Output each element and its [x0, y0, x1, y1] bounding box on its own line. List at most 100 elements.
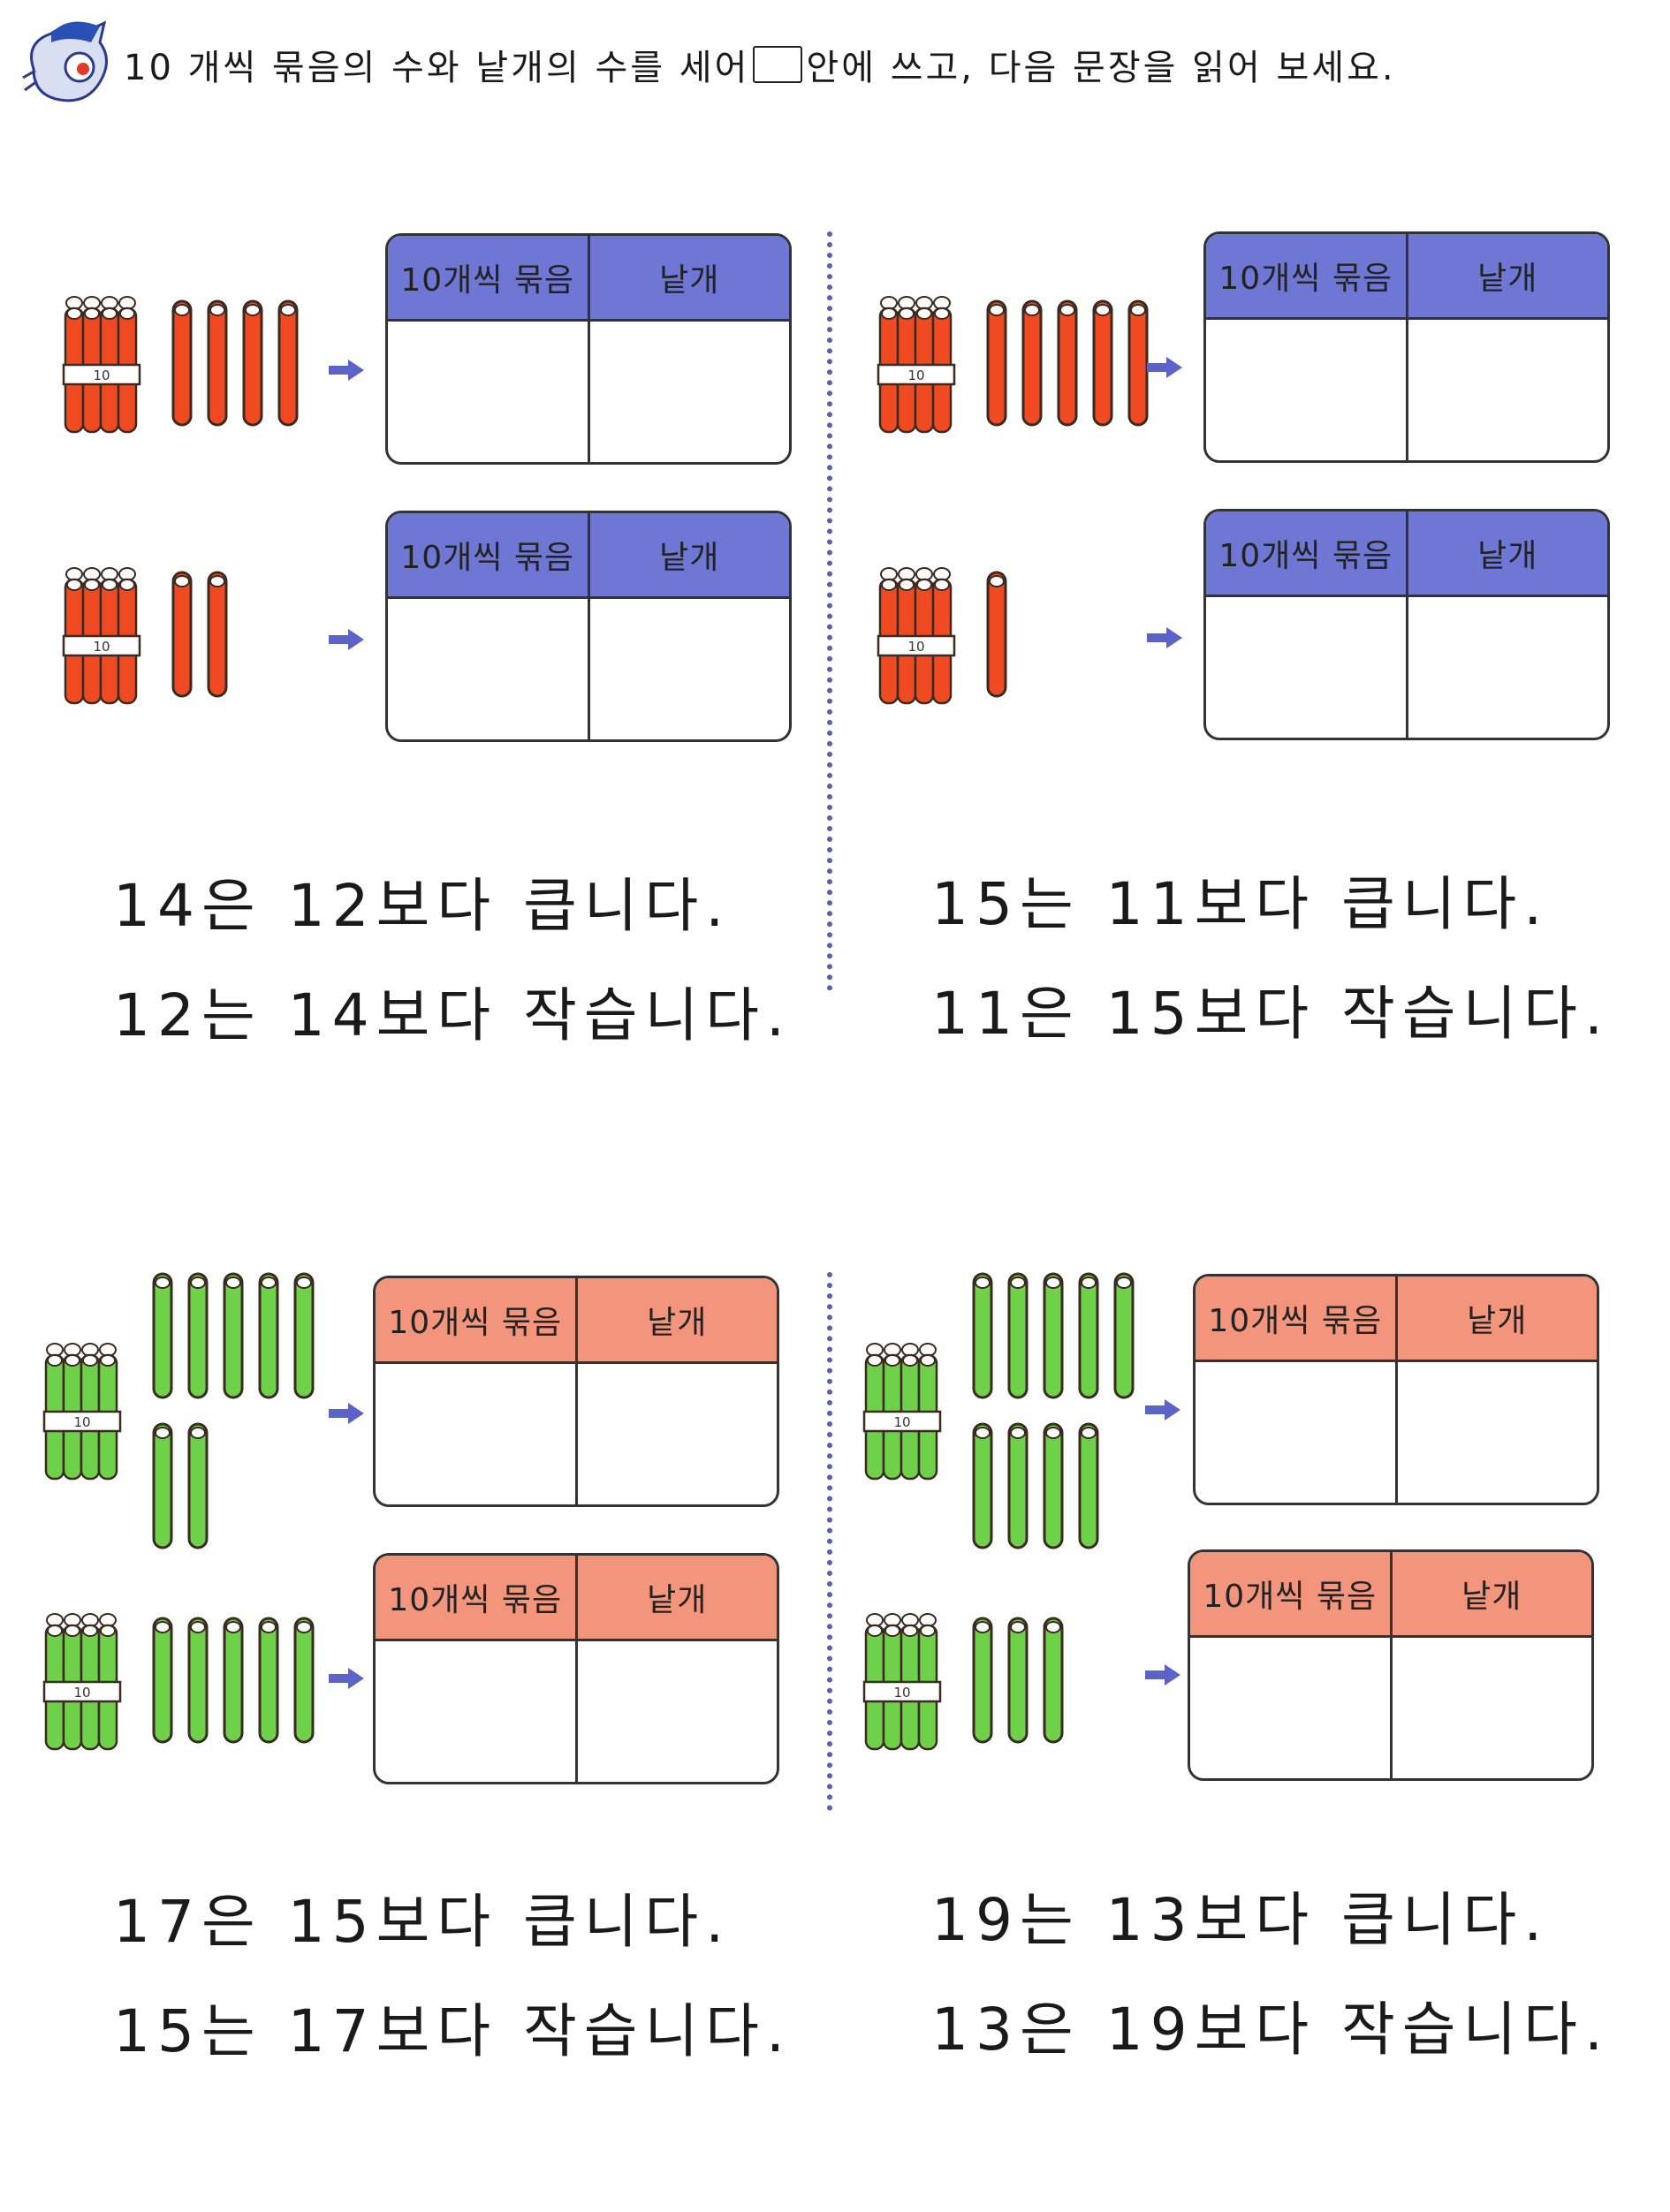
bundle-label: 10 [93, 367, 110, 383]
loose-rod [277, 299, 299, 427]
ten-bundle [877, 567, 956, 705]
loose-rod [1057, 299, 1078, 427]
loose-rod [242, 299, 263, 427]
answer-table-p4-r1: 10개씩 묶음 낱개 [1193, 1274, 1599, 1505]
loose-rod [171, 571, 193, 698]
blank-box-icon [753, 46, 803, 83]
loose-rod [1007, 1422, 1029, 1549]
bundle-label: 10 [907, 367, 924, 383]
header-bundles: 10개씩 묶음 [400, 262, 575, 299]
sentence-greater: 19는 13보다 큽니다. [931, 1886, 1550, 1954]
bundle-label: 10 [893, 1414, 910, 1430]
header-ones: 낱개 [587, 513, 790, 596]
answer-table-p3-r1: 10개씩 묶음 낱개 [373, 1276, 779, 1507]
loose-rod [187, 1272, 209, 1399]
loose-rod [1043, 1272, 1064, 1399]
loose-rod [258, 1272, 279, 1399]
rods-p1-r1: 10 [62, 296, 299, 434]
header-ones: 낱개 [1405, 234, 1608, 317]
bundles-input[interactable] [1206, 597, 1406, 738]
arrow-icon [329, 629, 364, 650]
mascot-icon [22, 20, 108, 102]
loose-rod [972, 1422, 993, 1549]
ones-input[interactable] [1389, 1638, 1592, 1778]
sentence-greater: 15는 11보다 큽니다. [931, 870, 1550, 938]
rods-p2-r1: 10 [877, 296, 1149, 434]
bundle-label: 10 [93, 639, 110, 655]
ten-bundle [862, 1343, 942, 1481]
ones-input[interactable] [574, 1364, 778, 1504]
bundles-input[interactable] [376, 1641, 575, 1782]
rods-p4-r1: 10 [862, 1272, 1135, 1549]
header-ones: 낱개 [587, 236, 790, 319]
bundles-input[interactable] [1206, 320, 1406, 460]
loose-rod [152, 1422, 173, 1549]
ones-input[interactable] [1405, 597, 1608, 738]
rods-p3-r1: 10 [42, 1272, 315, 1549]
sentence-less: 12는 14보다 작습니다. [113, 981, 792, 1049]
arrow-icon [1145, 1399, 1180, 1420]
loose-rod [1127, 299, 1149, 427]
answer-table-p3-r2: 10개씩 묶음 낱개 [373, 1553, 779, 1784]
loose-rod [258, 1617, 279, 1744]
header-ones: 낱개 [1389, 1552, 1592, 1635]
bundle-label: 10 [907, 639, 924, 655]
header-bundles: 10개씩 묶음 [1208, 1303, 1383, 1339]
ten-bundle [42, 1613, 122, 1751]
ones-input[interactable] [574, 1641, 778, 1782]
bundles-input[interactable] [1190, 1638, 1390, 1778]
section-divider [827, 231, 832, 991]
ten-bundle [862, 1613, 942, 1751]
header-bundles: 10개씩 묶음 [388, 1582, 563, 1618]
answer-table-p2-r2: 10개씩 묶음 낱개 [1203, 509, 1610, 740]
ten-bundle [62, 567, 141, 705]
bundles-input[interactable] [1196, 1362, 1395, 1503]
sentence-less: 11은 15보다 작습니다. [931, 980, 1610, 1048]
ones-input[interactable] [587, 322, 790, 462]
arrow-icon [1147, 357, 1182, 378]
arrow-icon [1145, 1664, 1180, 1686]
loose-rod [207, 571, 228, 698]
loose-rod [223, 1272, 244, 1399]
arrow-icon [329, 360, 364, 381]
rods-p3-r2: 10 [42, 1613, 315, 1751]
section-divider [827, 1272, 832, 1811]
loose-rod [152, 1272, 173, 1399]
loose-rod [293, 1617, 315, 1744]
ones-input[interactable] [1405, 320, 1608, 460]
loose-rod [986, 571, 1007, 698]
ones-input[interactable] [587, 599, 790, 739]
bundle-label: 10 [73, 1414, 90, 1430]
header-bundles: 10개씩 묶음 [1218, 538, 1393, 574]
header-ones: 낱개 [574, 1556, 778, 1639]
bundles-input[interactable] [388, 599, 588, 739]
loose-rod [1078, 1272, 1099, 1399]
loose-rod [1021, 299, 1043, 427]
rods-p1-r2: 10 [62, 567, 228, 705]
loose-rod [986, 299, 1007, 427]
ones-input[interactable] [1394, 1362, 1598, 1503]
header-ones: 낱개 [1394, 1276, 1598, 1360]
bundles-input[interactable] [376, 1364, 575, 1504]
header-bundles: 10개씩 묶음 [1218, 261, 1393, 297]
loose-rod [1043, 1617, 1064, 1744]
instruction-text: 10 개씩 묶음의 수와 낱개의 수를 세어 안에 쓰고, 다음 문장을 읽어 … [124, 39, 1396, 90]
arrow-icon [1147, 627, 1182, 648]
arrow-icon [329, 1668, 364, 1689]
loose-rod [972, 1617, 993, 1744]
loose-rod [1092, 299, 1113, 427]
instruction-after: 안에 쓰고, 다음 문장을 읽어 보세요. [806, 48, 1396, 88]
rods-p2-r2: 10 [877, 567, 1007, 705]
loose-rod [1113, 1272, 1135, 1399]
ten-bundle [42, 1343, 122, 1481]
loose-rod [171, 299, 193, 427]
header-ones: 낱개 [574, 1278, 778, 1361]
header-bundles: 10개씩 묶음 [400, 540, 575, 576]
answer-table-p4-r2: 10개씩 묶음 낱개 [1188, 1549, 1594, 1781]
sentence-less: 15는 17보다 작습니다. [113, 1997, 792, 2065]
bundle-label: 10 [893, 1685, 910, 1701]
answer-table-p1-r2: 10개씩 묶음 낱개 [385, 511, 792, 742]
bundles-input[interactable] [388, 322, 588, 462]
ten-bundle [62, 296, 141, 434]
bundle-label: 10 [73, 1685, 90, 1701]
